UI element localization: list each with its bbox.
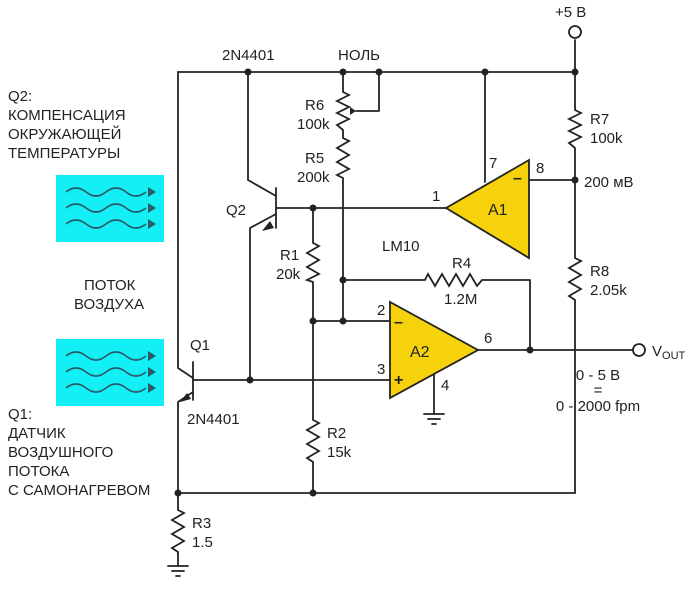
svg-text:ВОЗДУХА: ВОЗДУХА — [74, 296, 144, 313]
r2-value: 15k — [327, 444, 352, 461]
opamp-a2 — [389, 300, 480, 400]
q2-part-label: 2N4401 — [222, 47, 275, 64]
svg-text:ВОЗДУШНОГО: ВОЗДУШНОГО — [8, 444, 113, 461]
vout-label: VOUT — [652, 343, 686, 362]
r7-value: 100k — [590, 130, 623, 147]
svg-text:Q1:: Q1: — [8, 406, 32, 423]
transistor-q2 — [262, 187, 277, 231]
r4-name: R4 — [452, 255, 471, 272]
r6-value: 100k — [297, 116, 330, 133]
resistor-r7 — [566, 109, 584, 149]
svg-text:Q2:: Q2: — [8, 88, 32, 105]
r2-name: R2 — [327, 425, 346, 442]
resistor-r2 — [305, 419, 321, 463]
a2-minus-sign: – — [394, 314, 403, 331]
r3-name: R3 — [192, 515, 211, 532]
output-range-line3: 0 - 2000 fpm — [556, 398, 640, 415]
resistor-r4 — [424, 272, 485, 288]
q1-description: Q1: ДАТЧИК ВОЗДУШНОГО ПОТОКА С САМОНАГРЕ… — [8, 406, 150, 499]
q2-description: Q2: КОМПЕНСАЦИЯ ОКРУЖАЮЩЕЙ ТЕМПЕРАТУРЫ — [8, 88, 126, 162]
a1-name: A1 — [488, 202, 508, 219]
vout-terminal — [632, 343, 646, 357]
resistor-r1 — [304, 242, 321, 283]
supply-terminal — [568, 25, 582, 39]
transistor-q1 — [180, 361, 194, 402]
svg-text:ПОТОКА: ПОТОКА — [8, 463, 69, 480]
a1-minus-sign: – — [513, 170, 522, 187]
airflow-box-lower — [56, 339, 164, 406]
svg-text:С САМОНАГРЕВОМ: С САМОНАГРЕВОМ — [8, 482, 150, 499]
r4-value: 1.2M — [444, 291, 477, 308]
a2-pin-4: 4 — [441, 377, 449, 394]
airflow-label: ПОТОК ВОЗДУХА — [74, 277, 144, 313]
ref-voltage-label: 200 мВ — [584, 174, 634, 191]
a1-pin-1: 1 — [432, 188, 440, 205]
junction-dots — [174, 68, 579, 497]
q1-part-label: 2N4401 — [187, 411, 240, 428]
a2-plus-sign: + — [394, 372, 403, 389]
r8-value: 2.05k — [590, 282, 627, 299]
r5-value: 200k — [297, 169, 330, 186]
opamp-a1 — [444, 158, 530, 260]
supply-label: +5 В — [555, 4, 586, 21]
ground-symbol-a2 — [423, 413, 445, 425]
null-label: НОЛЬ — [338, 47, 380, 64]
q2-label: Q2 — [226, 202, 246, 219]
svg-text:ПОТОК: ПОТОК — [84, 277, 136, 294]
airflow-box-upper — [56, 175, 164, 242]
a1-pin-8: 8 — [536, 160, 544, 177]
svg-text:ТЕМПЕРАТУРЫ: ТЕМПЕРАТУРЫ — [8, 145, 120, 162]
a2-pin-2: 2 — [377, 302, 385, 319]
a2-pin-3: 3 — [377, 361, 385, 378]
r8-name: R8 — [590, 263, 609, 280]
q1-label: Q1 — [190, 337, 210, 354]
a2-name: A2 — [410, 344, 430, 361]
r3-value: 1.5 — [192, 534, 213, 551]
resistor-r8 — [567, 257, 583, 301]
svg-text:ДАТЧИК: ДАТЧИК — [8, 425, 66, 442]
svg-text:КОМПЕНСАЦИЯ: КОМПЕНСАЦИЯ — [8, 107, 126, 124]
svg-text:ОКРУЖАЮЩЕЙ: ОКРУЖАЮЩЕЙ — [8, 125, 121, 143]
r7-name: R7 — [590, 111, 609, 128]
output-range-line2: = — [594, 382, 603, 399]
output-range-line1: 0 - 5 В — [576, 367, 620, 384]
ground-symbol-r3 — [167, 565, 189, 577]
resistor-r5 — [334, 137, 351, 179]
r6-name: R6 — [305, 97, 324, 114]
a1-pin-7: 7 — [489, 155, 497, 172]
r1-name: R1 — [280, 247, 299, 264]
r5-name: R5 — [305, 150, 324, 167]
resistor-r3 — [170, 509, 186, 553]
resistor-r6 — [334, 91, 356, 131]
r1-value: 20k — [276, 266, 301, 283]
wires — [177, 39, 634, 567]
ic-label: LM10 — [382, 238, 420, 255]
a2-pin-6: 6 — [484, 330, 492, 347]
